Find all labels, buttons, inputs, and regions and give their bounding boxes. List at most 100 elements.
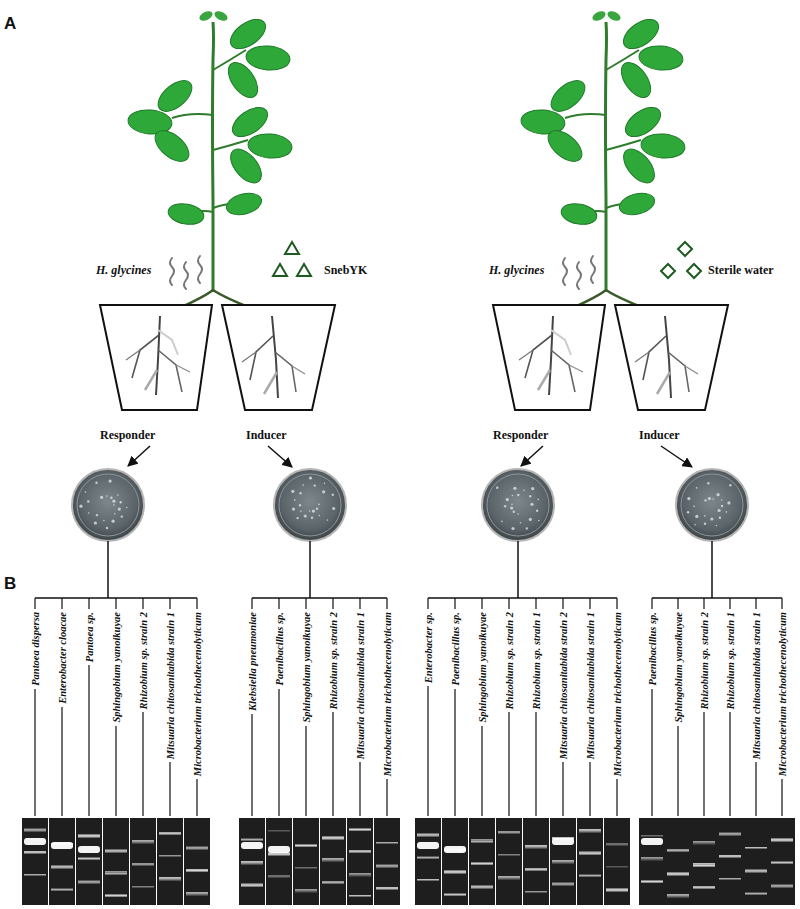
gel-band — [745, 870, 767, 873]
isolate-name: Mitsuaria chitosanitabida strain 1 — [164, 612, 177, 759]
gel-band — [268, 830, 290, 832]
bracket-tick — [427, 598, 428, 609]
colony — [332, 507, 335, 510]
leader-line — [781, 779, 782, 816]
colony — [109, 480, 112, 483]
bracket-tick — [386, 598, 387, 609]
arrow — [661, 446, 692, 467]
colony — [120, 501, 122, 503]
gel-lane — [577, 818, 603, 905]
colony — [106, 527, 108, 529]
leader-line — [115, 726, 116, 816]
colony — [517, 494, 519, 496]
gel-band — [525, 891, 547, 893]
colony — [526, 527, 528, 529]
leader-line — [305, 726, 306, 816]
colony — [529, 495, 531, 497]
isolate-name: Microbacterium trichothecenolyticum — [191, 612, 204, 776]
leader-line — [562, 762, 563, 816]
bracket-tick — [535, 598, 536, 609]
colony — [716, 525, 718, 527]
gel-band — [186, 870, 208, 872]
gel-band — [693, 864, 715, 867]
colony — [304, 514, 307, 517]
colony — [311, 517, 313, 519]
gel-band — [322, 882, 344, 884]
colony — [512, 495, 514, 497]
isolate-name: Enterobacter cloacae — [56, 612, 69, 704]
leader-line — [454, 689, 455, 816]
bracket — [428, 597, 617, 599]
gel-band — [105, 873, 127, 875]
colony — [506, 498, 509, 501]
gel-band — [693, 886, 715, 889]
gel-band — [641, 835, 663, 837]
bracket-tick — [251, 598, 252, 609]
bracket-tick — [729, 598, 730, 609]
bracket-tick — [61, 598, 62, 609]
isolate-name: Mitsuaria chitosanitabida strain 2 — [557, 612, 570, 759]
gel-lane — [320, 818, 346, 905]
colony — [523, 489, 525, 491]
gel-band — [771, 839, 793, 842]
gel-band — [51, 889, 73, 891]
gel-band — [719, 878, 741, 880]
bracket — [711, 541, 713, 598]
gel-band — [579, 852, 601, 855]
colony — [291, 490, 294, 493]
colony — [717, 493, 720, 496]
root-label: Inducer — [246, 428, 287, 443]
gel-band — [241, 839, 263, 841]
colony — [511, 527, 514, 530]
colony — [312, 510, 315, 513]
isolate-name: Sphingobium yanoikuyae — [476, 612, 489, 723]
gel-band — [24, 851, 46, 854]
bracket-tick — [589, 598, 590, 609]
bracket — [252, 597, 387, 599]
gel-band — [417, 879, 439, 881]
gel-lane — [347, 818, 373, 905]
gel-band — [349, 850, 371, 853]
gel-band — [606, 843, 628, 846]
gel-band — [579, 874, 601, 877]
gel-band — [444, 871, 466, 874]
gel-band — [241, 838, 263, 841]
colony — [113, 504, 115, 506]
gel-band — [24, 829, 46, 832]
leader-line — [677, 726, 678, 816]
isolate-name: Microbacterium trichothecenolyticum — [776, 612, 789, 776]
gel-band — [241, 862, 263, 865]
gel-band — [376, 865, 398, 868]
gel-band — [295, 844, 317, 847]
isolate-name: Sphingobium yanoikuyae — [110, 612, 123, 723]
colony — [687, 497, 690, 500]
colony — [536, 510, 538, 512]
gel-band — [268, 853, 290, 856]
gel-band — [376, 887, 398, 890]
gel-band — [667, 849, 689, 852]
colony — [332, 494, 334, 496]
colony — [318, 504, 320, 506]
colony — [513, 511, 515, 513]
leader-line — [386, 779, 387, 816]
bracket-tick — [616, 598, 617, 609]
leader-line — [34, 689, 35, 816]
colony — [309, 510, 311, 512]
gel-band — [105, 895, 127, 897]
leader-line — [481, 726, 482, 816]
colony — [501, 521, 503, 523]
gel-lane — [743, 818, 769, 905]
isolate-name: Rhizobium sp. strain 2 — [503, 612, 516, 709]
panel-label: B — [4, 574, 16, 594]
colony — [299, 492, 301, 494]
isolate-name: Paenibacillus sp. — [449, 612, 462, 686]
gel-band — [159, 832, 181, 835]
gel-band — [132, 841, 154, 844]
leader-line — [251, 714, 252, 816]
colony — [316, 508, 318, 510]
colony — [322, 490, 325, 493]
leader-line — [651, 689, 652, 816]
gel-band — [132, 863, 154, 866]
root-label: Responder — [493, 428, 548, 443]
leader-line — [142, 712, 143, 816]
